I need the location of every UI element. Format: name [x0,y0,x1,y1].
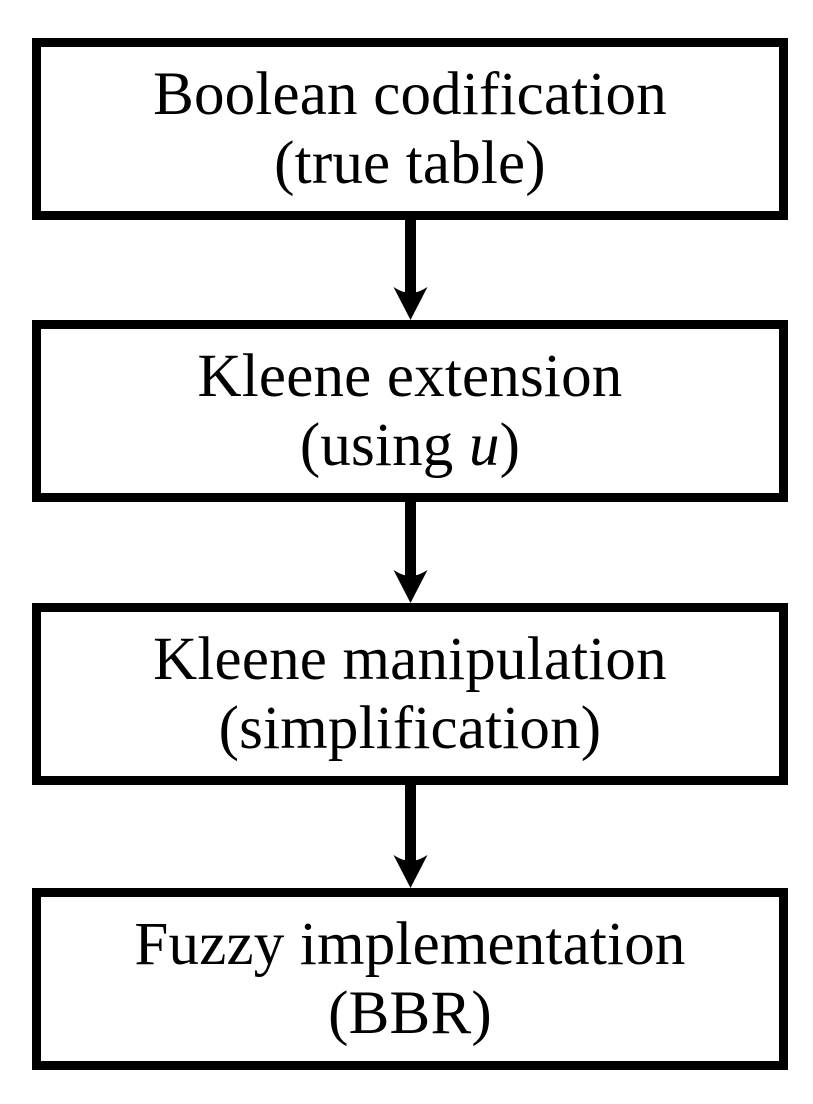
node-label-line1: Kleene extension [197,342,623,410]
flowchart-edge-1 [0,220,813,320]
node-label-line2: (simplification) [219,693,602,764]
arrow-down-icon [393,220,428,320]
flowchart-node-fuzzy-implementation[interactable]: Fuzzy implementation (BBR) [32,888,788,1070]
node-label-line1: Fuzzy implementation [134,910,686,978]
node-label-line2-prefix: (simplification) [218,695,602,762]
arrow-down-icon [393,502,428,603]
node-label-line2-variable: u [468,412,500,479]
flowchart-node-boolean-codification[interactable]: Boolean codification (true table) [32,38,788,220]
node-label-line1: Kleene manipulation [153,625,667,693]
node-label-line2-prefix: (using [299,412,469,479]
node-label-line2-prefix: (true table) [274,130,546,197]
node-label-line2: (using u) [300,410,520,481]
node-label-line2: (true table) [274,128,546,199]
flowchart-edge-3 [0,785,813,888]
flowchart-node-kleene-extension[interactable]: Kleene extension (using u) [32,320,788,502]
node-label-line2-prefix: (BBR) [328,980,492,1047]
node-label-line2-suffix: ) [499,412,521,479]
arrow-down-icon [393,785,428,888]
node-label-line1: Boolean codification [153,60,667,128]
flowchart-edge-2 [0,502,813,603]
flowchart-node-kleene-manipulation[interactable]: Kleene manipulation (simplification) [32,603,788,785]
node-label-line2: (BBR) [328,978,492,1049]
